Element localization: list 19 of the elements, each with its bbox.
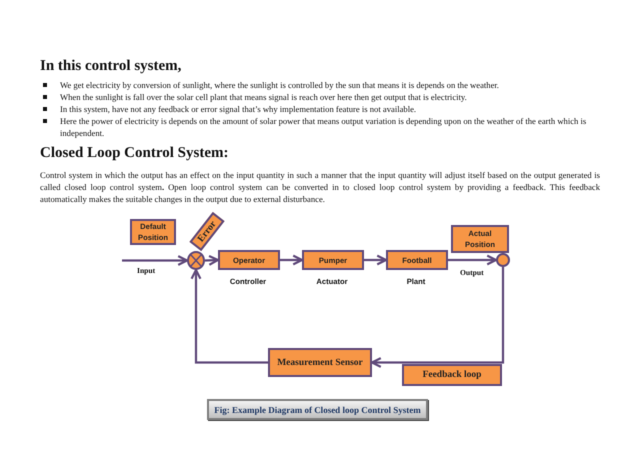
- summing-junction: [187, 251, 205, 270]
- output-point: [496, 253, 510, 267]
- paragraph: Control system in which the output has an effect on the input quantity in such a manner that the input quantity will adjust itself based on the output generated is called closed loop control system. Open loop control system can be converted in to closed loop control system by providing a feedback. This feedback automatically makes the suitable changes in the output due to external disturbance.: [40, 169, 600, 205]
- arrow: [204, 254, 220, 266]
- arrow: [370, 267, 504, 368]
- section-heading: Closed Loop Control System:: [40, 145, 230, 162]
- arrow: [448, 254, 498, 266]
- sensor-box: Measurement Sensor: [268, 348, 372, 377]
- arrow: [190, 268, 268, 364]
- feedback-box: Feedback loop: [402, 364, 502, 386]
- arrow: [280, 254, 304, 266]
- arrow: [122, 255, 188, 266]
- bullet-item: We get electricity by conversion of sunlight, where the sunlight is controlled by the sun that means it is depends on the weather.: [40, 79, 600, 91]
- arrow: [364, 254, 388, 266]
- bullet-item: Here the power of electricity is depends on the amount of solar power that means output variation is depending upon on the weather of the earth which is independent.: [40, 115, 600, 139]
- figure-caption: Fig: Example Diagram of Closed loop Control System: [207, 399, 428, 420]
- section-heading: In this control system,: [40, 58, 182, 75]
- bullet-item: In this system, have not any feedback or error signal that’s why implementation feature is not available.: [40, 103, 600, 115]
- bullet-item: When the sunlight is fall over the solar cell plant that means signal is reach over here then get output that is electricity.: [40, 91, 600, 103]
